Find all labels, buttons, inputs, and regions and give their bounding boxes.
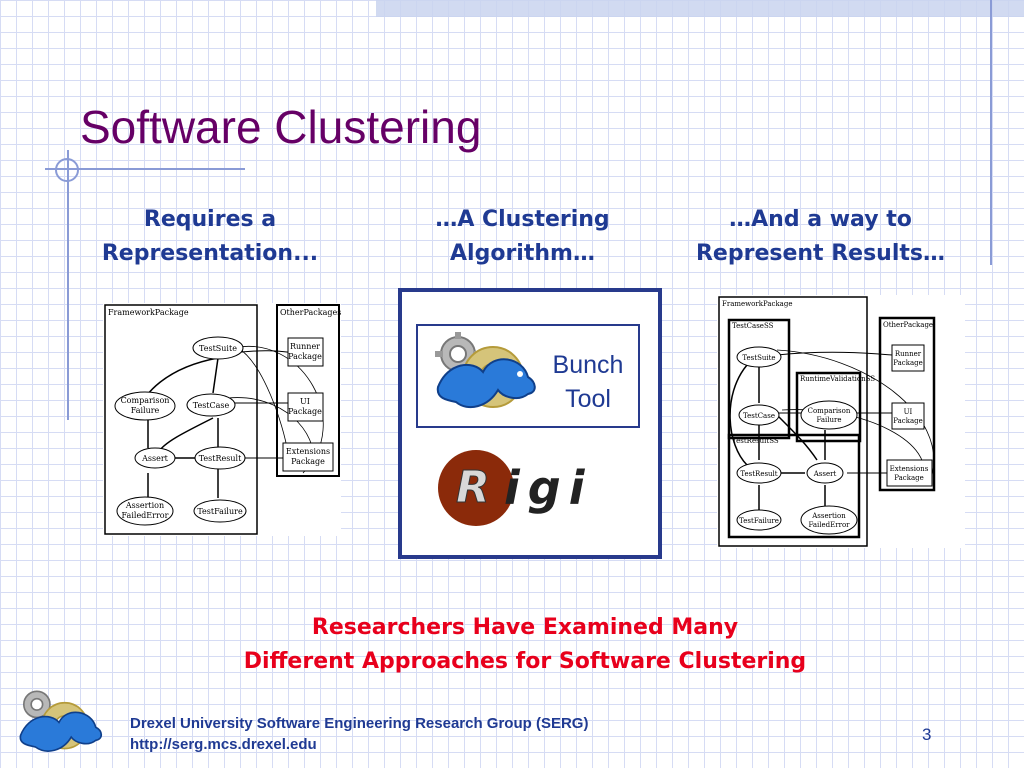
node-label: Assertion <box>811 512 846 520</box>
slide-title: Software Clustering <box>80 101 482 153</box>
callout-line: Different Approaches for Software Cluste… <box>243 649 807 674</box>
representation-graph: FrameworkPackage OtherPackages TestSuite… <box>103 303 341 536</box>
node-label: TestFailure <box>197 507 243 516</box>
bunch-tool-box: Bunch Tool <box>416 324 640 428</box>
node-label: Assertion <box>125 501 164 510</box>
title-underline <box>45 168 245 170</box>
dragon-gear-icon <box>435 332 536 409</box>
dragon-gear-icon <box>19 690 103 752</box>
package-label: OtherPackage <box>883 321 933 329</box>
heading-representation: Requires a Representation... <box>80 203 340 271</box>
testresultss-box <box>727 433 861 539</box>
node-label: Package <box>893 359 923 367</box>
node-label: Extensions <box>286 447 330 456</box>
node-label: Package <box>288 352 322 361</box>
callout-line: Researchers Have Examined Many <box>311 615 739 640</box>
node-label: TestCase <box>743 412 775 420</box>
heading-line: Represent Results… <box>695 241 945 266</box>
bunch-line: Bunch <box>552 351 624 379</box>
node-label: UI <box>300 397 310 406</box>
bunch-line: Tool <box>565 385 611 413</box>
node-label: Failure <box>131 406 160 415</box>
node-label: TestSuite <box>742 354 775 362</box>
bunch-tool-label: Bunch Tool <box>548 348 628 416</box>
package-label: OtherPackages <box>280 308 341 317</box>
decorative-left-line <box>67 150 69 420</box>
node-label: Assert <box>813 470 837 478</box>
node-label: Comparison <box>808 407 851 415</box>
node-label: TestSuite <box>199 344 237 353</box>
node-label: Extensions <box>890 465 929 473</box>
node-label: Runner <box>895 350 922 358</box>
research-callout: Researchers Have Examined Many Different… <box>150 611 900 679</box>
node-label: FailedError <box>122 511 169 520</box>
rigi-letters: igi <box>504 461 592 515</box>
other-package-box <box>878 316 936 492</box>
rigi-letter-r: R <box>456 462 490 513</box>
decorative-vertical-line <box>990 0 992 265</box>
node-label: TestCase <box>193 401 230 410</box>
node-label: Comparison <box>121 396 170 405</box>
top-band <box>376 0 1024 17</box>
package-label: FrameworkPackage <box>108 308 189 317</box>
framework-package-box <box>718 296 868 547</box>
heading-line: …A Clustering <box>435 207 610 232</box>
node-label: Package <box>893 417 923 425</box>
heading-line: Algorithm… <box>450 241 595 266</box>
results-graph: FrameworkPackage OtherPackage TestCaseSS… <box>717 295 965 548</box>
node-label: Package <box>288 407 322 416</box>
footer-url[interactable]: http://serg.mcs.drexel.edu <box>130 736 317 753</box>
subsystem-label: TestCaseSS <box>732 322 774 330</box>
node-label: TestResult <box>199 454 242 463</box>
heading-line: …And a way to <box>729 207 912 232</box>
footer: Drexel University Software Engineering R… <box>130 713 588 755</box>
page-number: 3 <box>922 725 932 744</box>
clustering-tools-panel: Bunch Tool R igi <box>398 288 662 559</box>
node-label: Runner <box>290 342 320 351</box>
heading-results: …And a way to Represent Results… <box>678 203 963 271</box>
node-label: UI <box>904 408 913 416</box>
heading-algorithm: …A Clustering Algorithm… <box>385 203 660 271</box>
subsystem-label: TestResultSS <box>732 437 779 445</box>
node-label: TestFailure <box>739 517 779 525</box>
node-label: TestResult <box>740 470 777 478</box>
node-label: Package <box>291 457 325 466</box>
node-label: Package <box>894 474 924 482</box>
rigi-logo: R igi <box>438 450 592 526</box>
runtime-validation-box <box>795 371 862 443</box>
node-label: FailedError <box>808 521 850 529</box>
crosshair-icon <box>55 158 79 182</box>
framework-package-box <box>104 304 258 535</box>
node-label: Failure <box>816 416 841 424</box>
footer-organization: Drexel University Software Engineering R… <box>130 715 589 732</box>
heading-line: Requires a <box>143 207 277 232</box>
package-label: FrameworkPackage <box>722 300 792 308</box>
other-packages-box <box>276 304 340 477</box>
subsystem-label: RuntimeValidationSS <box>800 375 875 383</box>
node-label: Assert <box>141 454 169 463</box>
heading-line: Representation... <box>101 241 319 266</box>
